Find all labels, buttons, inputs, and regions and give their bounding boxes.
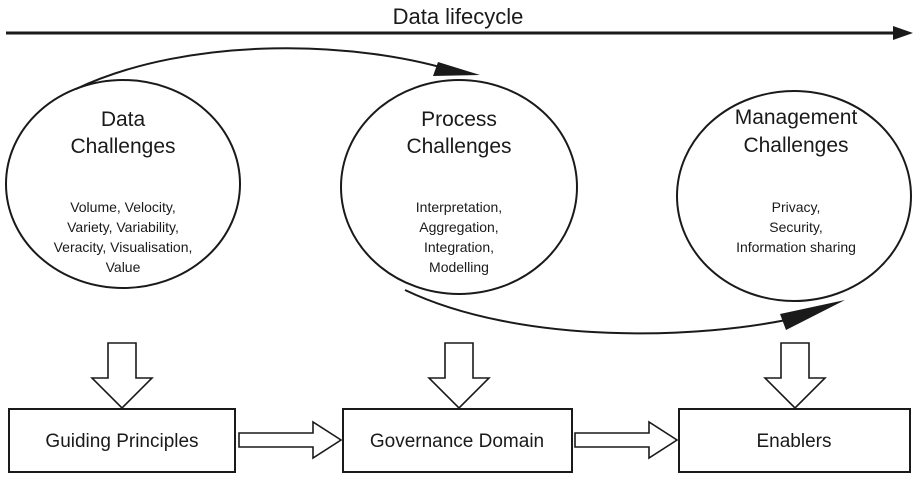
management-challenges-title-line2: Challenges xyxy=(743,134,848,157)
down-arrow-process-to-governance xyxy=(427,342,491,410)
data-challenges-item: Variety, Variability, xyxy=(67,219,179,235)
data-challenges-circle xyxy=(5,79,241,289)
management-challenges-circle xyxy=(676,90,912,302)
data-challenges-item: Value xyxy=(106,259,141,275)
process-challenges-text: Process Challenges Interpretation, Aggre… xyxy=(406,108,511,275)
data-challenges-item: Volume, Velocity, xyxy=(70,199,176,215)
process-challenges-item: Aggregation, xyxy=(419,219,498,235)
process-challenges-title-line2: Challenges xyxy=(406,135,511,158)
right-arrow-principles-to-governance xyxy=(238,420,343,460)
curved-arrow-data-to-process xyxy=(75,47,480,90)
management-challenges-item: Security, xyxy=(769,219,822,235)
data-challenges-text: Data Challenges Volume, Velocity, Variet… xyxy=(54,108,193,275)
management-challenges-text: Management Challenges Privacy, Security,… xyxy=(735,106,858,255)
process-challenges-item: Integration, xyxy=(424,239,494,255)
data-challenges-title-line2: Challenges xyxy=(70,135,175,158)
lifecycle-arrow xyxy=(6,26,913,40)
right-arrow-governance-to-enablers xyxy=(574,420,679,460)
management-challenges-item: Privacy, xyxy=(772,199,821,215)
process-challenges-circle xyxy=(340,79,578,295)
management-challenges-item: Information sharing xyxy=(736,239,856,255)
process-challenges-title-line1: Process xyxy=(421,108,497,131)
guiding-principles-label: Guiding Principles xyxy=(45,431,198,452)
process-challenges-item: Interpretation, xyxy=(416,199,502,215)
lifecycle-label: Data lifecycle xyxy=(393,4,524,29)
curved-arrow-process-to-management xyxy=(404,289,845,335)
data-challenges-title-line1: Data xyxy=(101,108,146,131)
governance-domain-box xyxy=(342,408,573,473)
governance-domain-label: Governance Domain xyxy=(370,431,544,452)
data-challenges-item: Veracity, Visualisation, xyxy=(54,239,193,255)
down-arrow-management-to-enablers xyxy=(763,342,827,410)
enablers-box xyxy=(678,408,911,473)
guiding-principles-box xyxy=(8,408,236,473)
enablers-label: Enablers xyxy=(757,431,832,452)
process-challenges-item: Modelling xyxy=(429,259,489,275)
down-arrow-data-to-principles xyxy=(90,342,154,410)
management-challenges-title-line1: Management xyxy=(735,106,858,129)
